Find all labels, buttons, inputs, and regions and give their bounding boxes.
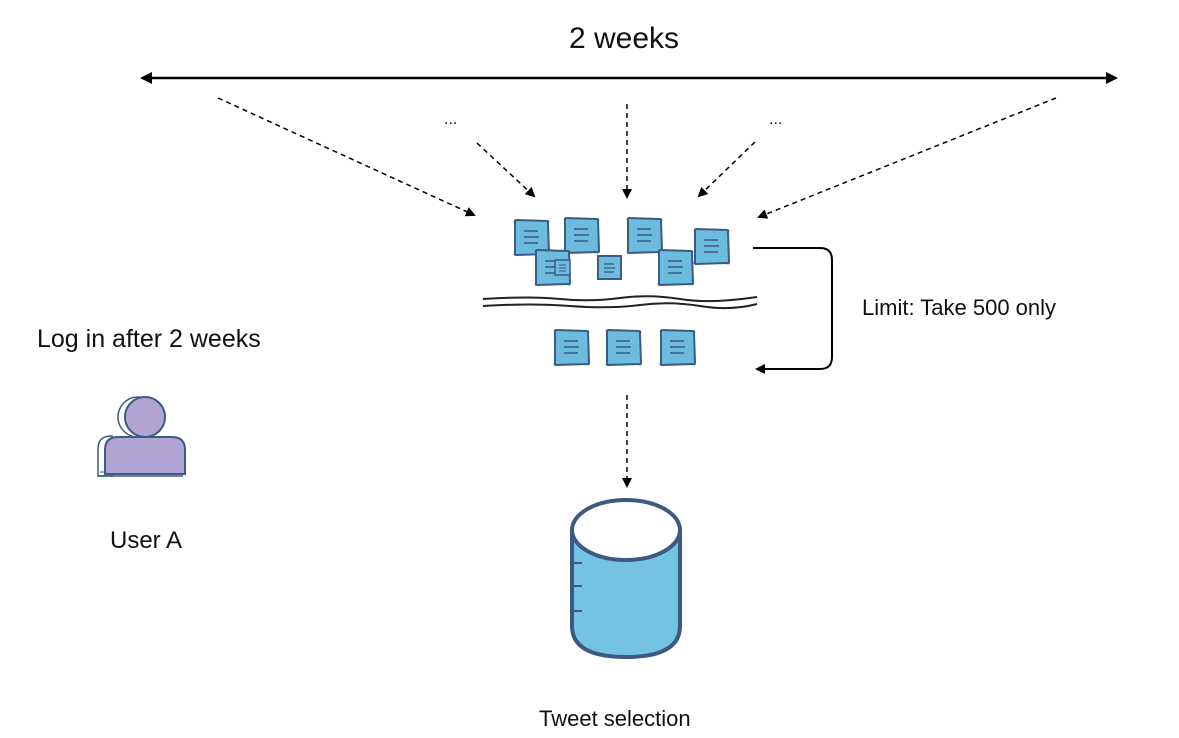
- database-cylinder-icon: [570, 498, 682, 660]
- login-label: Log in after 2 weeks: [37, 325, 261, 353]
- inflow-arrow-right-inner: [697, 141, 756, 198]
- note-icon: [657, 249, 694, 286]
- note-icon: [605, 329, 642, 366]
- note-icon: [659, 329, 696, 366]
- timeline-label: 2 weeks: [569, 22, 680, 55]
- note-icon: [563, 217, 600, 254]
- ellipsis-right: ...: [769, 111, 783, 128]
- user-name-label: User A: [110, 527, 183, 554]
- note-icon: [626, 217, 663, 254]
- note-icon: [693, 228, 730, 265]
- selected-notes: [553, 329, 696, 366]
- ellipsis-left: ...: [444, 111, 458, 128]
- user-icon: [97, 396, 186, 477]
- inflow-arrows: [217, 97, 1057, 219]
- inflow-arrow-right-outer: [757, 97, 1057, 219]
- note-icon: [554, 259, 571, 276]
- limit-bracket-arrow: [753, 247, 833, 374]
- note-icon: [597, 255, 622, 280]
- inflow-arrow-left-outer: [217, 97, 476, 217]
- limit-label: Limit: Take 500 only: [862, 295, 1057, 320]
- filter-divider: [482, 295, 758, 310]
- inflow-arrow-left-inner: [476, 142, 536, 198]
- incoming-notes: [513, 217, 730, 286]
- database-label: Tweet selection: [539, 706, 691, 731]
- note-icon: [553, 329, 590, 366]
